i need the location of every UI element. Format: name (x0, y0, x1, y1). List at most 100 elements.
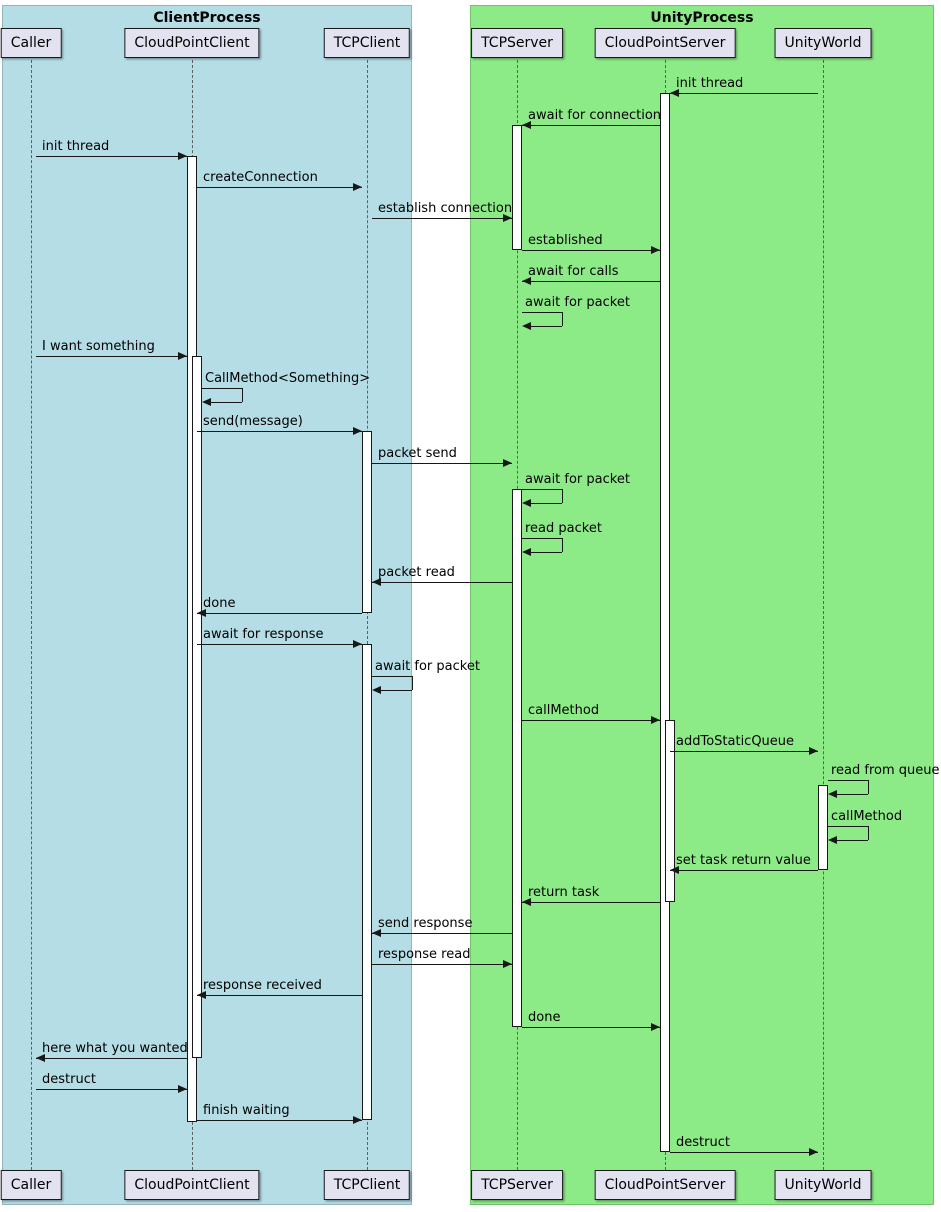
message-line (522, 125, 660, 126)
arrowhead-icon (651, 716, 660, 724)
self-message-line (202, 388, 242, 389)
self-message-line (868, 826, 869, 840)
message-line (372, 463, 512, 464)
self-message-line (837, 840, 868, 841)
self-message-line (412, 676, 413, 690)
self-message-line (522, 489, 562, 490)
message-line (197, 995, 362, 996)
message-label: response read (378, 947, 471, 962)
arrowhead-icon (522, 121, 531, 129)
message-line (372, 218, 512, 219)
message-label: await for packet (525, 472, 630, 487)
arrowhead-icon (809, 747, 818, 755)
message-line (197, 613, 362, 614)
self-message-line (562, 489, 563, 503)
participant-tcpserver-bottom: TCPServer (471, 1170, 563, 1201)
arrowhead-icon (503, 214, 512, 222)
arrowhead-icon (522, 322, 531, 330)
message-label: read packet (525, 521, 602, 536)
self-message-line (828, 826, 868, 827)
self-message-line (531, 326, 562, 327)
message-line (522, 902, 660, 903)
self-message-line (531, 552, 562, 553)
message-label: destruct (42, 1072, 96, 1087)
self-message-line (562, 538, 563, 552)
arrowhead-icon (670, 866, 679, 874)
message-line (197, 431, 362, 432)
participant-caller-bottom: Caller (0, 1170, 62, 1201)
message-line (36, 156, 187, 157)
participant-cloudpointserver-top: CloudPointServer (594, 28, 736, 59)
arrowhead-icon (372, 929, 381, 937)
activation-bar-tcpclient (362, 644, 372, 1120)
arrowhead-icon (522, 898, 531, 906)
arrowhead-icon (522, 499, 531, 507)
participant-unityworld-top: UnityWorld (774, 28, 872, 59)
arrowhead-icon (36, 1054, 45, 1062)
participant-caller-top: Caller (0, 28, 62, 59)
message-label: set task return value (676, 853, 811, 868)
arrowhead-icon (651, 1023, 660, 1031)
message-line (670, 1152, 818, 1153)
message-line (522, 1027, 660, 1028)
participant-tcpclient-bottom: TCPClient (323, 1170, 411, 1201)
arrowhead-icon (178, 152, 187, 160)
message-label: init thread (42, 139, 110, 154)
message-label: destruct (676, 1135, 730, 1150)
arrowhead-icon (353, 183, 362, 191)
lifeline-unityworld (823, 60, 824, 1170)
message-line (372, 964, 512, 965)
arrowhead-icon (828, 836, 837, 844)
arrowhead-icon (522, 548, 531, 556)
self-message-line (562, 312, 563, 326)
process-frame-clientprocess: ClientProcess (2, 5, 412, 1205)
message-label: await for calls (528, 264, 619, 279)
message-line (372, 933, 512, 934)
arrowhead-icon (197, 991, 206, 999)
self-message-line (242, 388, 243, 402)
lifeline-caller (31, 60, 32, 1170)
message-label: await for response (203, 627, 324, 642)
message-label: await for packet (525, 295, 630, 310)
arrowhead-icon (828, 790, 837, 798)
message-line (670, 870, 818, 871)
arrowhead-icon (503, 960, 512, 968)
message-label: establish connection (378, 201, 513, 216)
message-label: packet send (378, 446, 457, 461)
participant-cloudpointclient-top: CloudPointClient (124, 28, 260, 59)
message-label: done (203, 596, 236, 611)
activation-bar-tcpclient (362, 431, 372, 613)
message-line (197, 1120, 362, 1121)
message-label: response received (203, 978, 322, 993)
arrowhead-icon (353, 640, 362, 648)
arrowhead-icon (353, 427, 362, 435)
message-line (372, 582, 512, 583)
message-label: send response (378, 916, 473, 931)
message-line (522, 250, 660, 251)
message-line (522, 720, 660, 721)
activation-bar-unityworld (818, 785, 828, 870)
message-line (36, 356, 187, 357)
self-message-line (372, 676, 412, 677)
activation-bar-tcpserver (512, 489, 522, 1027)
message-line (522, 281, 660, 282)
self-message-line (381, 690, 412, 691)
self-message-line (522, 538, 562, 539)
message-line (197, 644, 362, 645)
activation-bar-tcpserver (512, 125, 522, 250)
message-line (36, 1089, 187, 1090)
message-line (670, 93, 818, 94)
message-label: I want something (42, 339, 155, 354)
self-message-line (522, 312, 562, 313)
process-title-clientprocess: ClientProcess (153, 10, 261, 26)
self-message-line (828, 780, 868, 781)
message-label: callMethod (528, 703, 600, 718)
arrowhead-icon (178, 1085, 187, 1093)
message-label: createConnection (203, 170, 318, 185)
arrowhead-icon (197, 609, 206, 617)
process-title-unityprocess: UnityProcess (650, 10, 754, 26)
participant-tcpserver-top: TCPServer (471, 28, 563, 59)
process-frame-unityprocess: UnityProcess (470, 5, 934, 1205)
self-message-line (837, 794, 868, 795)
